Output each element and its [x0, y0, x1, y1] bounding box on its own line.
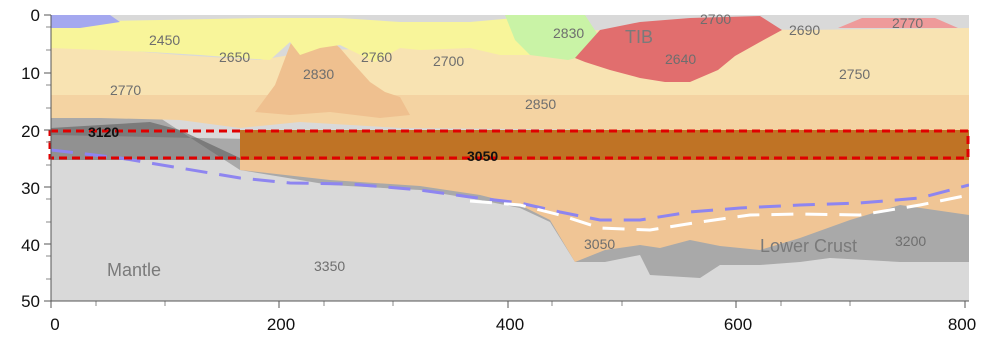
x-tick-label: 200 — [267, 315, 295, 334]
x-tick-label: 400 — [496, 315, 524, 334]
label-2830-green: 2830 — [553, 25, 584, 41]
label-tib: TIB — [625, 27, 653, 47]
label-2770: 2770 — [110, 82, 141, 98]
label-2700: 2700 — [433, 53, 464, 69]
label-3200: 3200 — [895, 233, 926, 249]
label-2850: 2850 — [525, 96, 556, 112]
y-tick-label: 0 — [31, 6, 40, 25]
highlight-band — [240, 130, 969, 160]
y-tick-label: 20 — [21, 122, 40, 141]
highlight-box — [48, 129, 970, 160]
label-2690: 2690 — [789, 22, 820, 38]
label-2450: 2450 — [149, 32, 180, 48]
minor-ticks — [46, 26, 851, 306]
x-tick-label: 800 — [948, 315, 976, 334]
blue-top-region — [51, 15, 120, 28]
label-2650: 2650 — [219, 49, 250, 65]
lower-crust-orange-region — [240, 130, 969, 262]
label-3350: 3350 — [314, 258, 345, 274]
label-2750: 2750 — [839, 66, 870, 82]
y-tick-label: 10 — [21, 64, 40, 83]
body-2830-green-region — [505, 15, 600, 60]
major-ticks — [44, 14, 966, 308]
label-3120: 3120 — [88, 124, 119, 140]
pink-body-region — [838, 18, 958, 28]
y-tick-label: 30 — [21, 179, 40, 198]
x-tick-label: 0 — [50, 315, 59, 334]
dense-body-2830-region — [255, 32, 410, 118]
label-2700-top: 2700 — [700, 11, 731, 27]
label-mantle: Mantle — [107, 260, 161, 280]
label-lower-crust: Lower Crust — [760, 236, 857, 256]
label-2640: 2640 — [665, 51, 696, 67]
white-dashed-line — [469, 193, 969, 232]
label-2830-dense: 2830 — [303, 66, 334, 82]
label-2760: 2760 — [361, 49, 392, 65]
moho-dashed-line — [51, 148, 969, 222]
label-3050-lower: 3050 — [584, 236, 615, 252]
y-tick-label: 50 — [21, 292, 40, 311]
label-2770-pink: 2770 — [892, 15, 923, 31]
label-3050-band: 3050 — [467, 148, 498, 164]
tib-region — [575, 16, 782, 82]
x-tick-label: 600 — [724, 315, 752, 334]
dark-wedge-region — [51, 122, 240, 160]
y-tick-label: 40 — [21, 236, 40, 255]
sediment-2450-region — [51, 18, 550, 62]
